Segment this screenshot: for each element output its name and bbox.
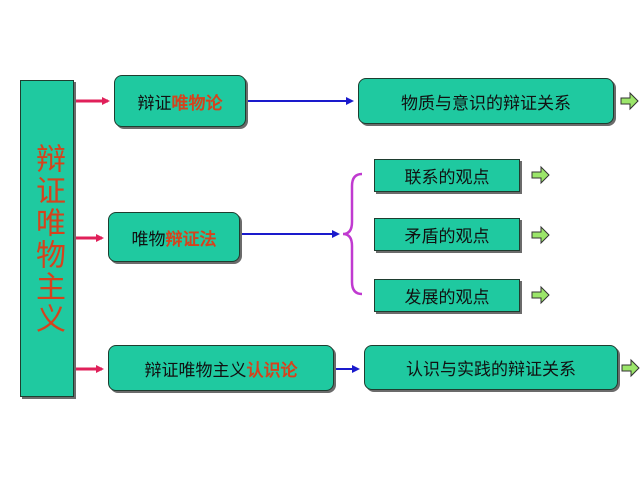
leaf-contradiction-box: 矛盾的观点 xyxy=(374,218,520,251)
leaf-connection-label: 联系的观点 xyxy=(404,168,490,188)
node-epistemology-prefix: 辩证唯物主义 xyxy=(144,360,247,381)
leaf-contradiction-label: 矛盾的观点 xyxy=(404,227,490,247)
leaf-development-label: 发展的观点 xyxy=(404,288,490,308)
node-materialism-prefix: 辩证 xyxy=(137,93,172,114)
node-dialectics-prefix: 唯物 xyxy=(131,229,166,250)
node-epistemology-box: 辩证唯物主义认识论 xyxy=(108,345,334,391)
node-dialectics-box: 唯物辩证法 xyxy=(108,212,240,262)
block-arrow-icon xyxy=(621,358,640,378)
node-materialism-highlight: 唯物论 xyxy=(171,93,223,114)
node-dialectics-highlight: 辩证法 xyxy=(165,229,217,250)
node-epistemology-highlight: 认识论 xyxy=(246,360,298,381)
curly-brace xyxy=(342,172,363,296)
block-arrow-icon xyxy=(620,91,639,111)
leaf-matter-consciousness-box: 物质与意识的辩证关系 xyxy=(358,78,614,124)
leaf-cognition-practice-label: 认识与实践的辩证关系 xyxy=(406,360,576,380)
leaf-cognition-practice-box: 认识与实践的辩证关系 xyxy=(364,345,618,390)
leaf-matter-consciousness-label: 物质与意识的辩证关系 xyxy=(401,93,571,114)
root-node-label: 辩证唯物主义 xyxy=(30,142,65,335)
block-arrow-icon xyxy=(531,225,550,245)
node-materialism-box: 辩证唯物论 xyxy=(114,75,246,127)
leaf-development-box: 发展的观点 xyxy=(374,279,520,312)
root-node-box: 辩证唯物主义 xyxy=(20,80,74,397)
block-arrow-icon xyxy=(531,165,550,185)
block-arrow-icon xyxy=(531,285,550,305)
leaf-connection-box: 联系的观点 xyxy=(374,159,520,192)
